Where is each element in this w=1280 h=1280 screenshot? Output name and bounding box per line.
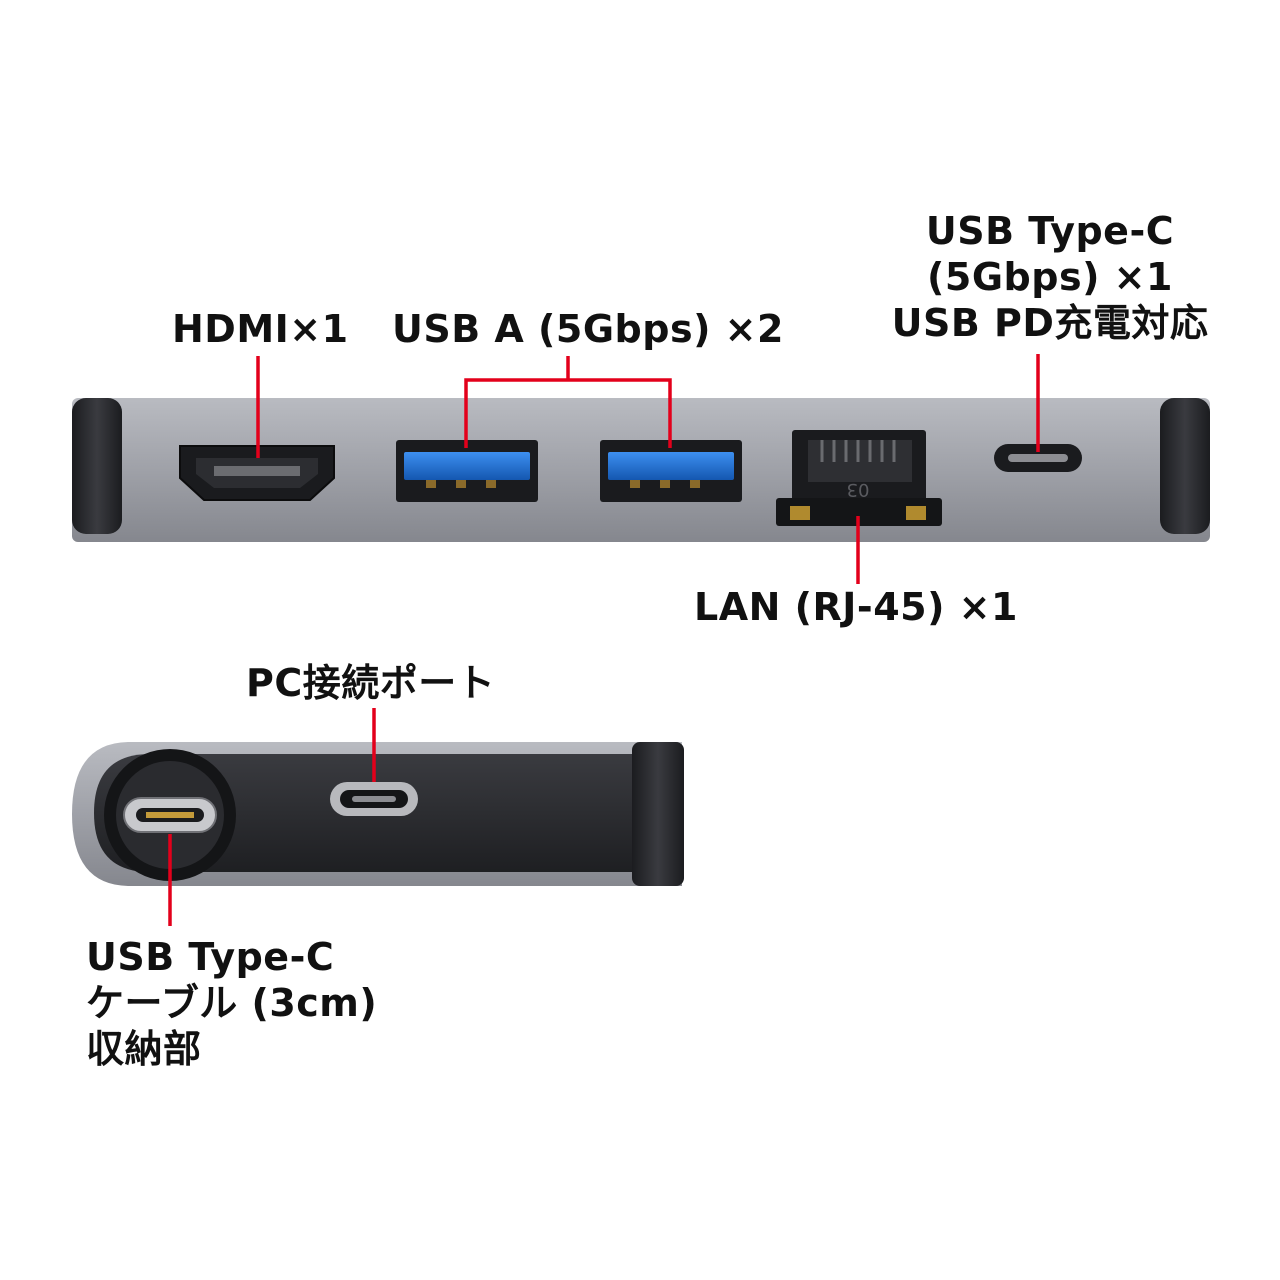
usb-c-label: USB Type-C (5Gbps) ×1 USB PD充電対応 (880, 208, 1220, 346)
stored-cable-connector (123, 797, 217, 833)
cable-storage-label-line-2: ケーブル (3cm) (86, 981, 378, 1025)
lan-port: 03 (776, 430, 942, 526)
lan-label: LAN (RJ-45) ×1 (694, 585, 1018, 629)
hub-side-end-cap (632, 742, 684, 886)
usb-a-port-1 (396, 440, 538, 502)
hdmi-port (179, 445, 335, 501)
usb-c-label-line-1: USB Type-C (925, 209, 1175, 253)
usb-a-port-2 (600, 440, 742, 502)
hub-front-view: 03 (72, 398, 1210, 542)
cable-storage-label-line-1: USB Type-C (86, 935, 335, 979)
lan-port-marking: 03 (847, 479, 870, 500)
usb-c-port (994, 444, 1082, 472)
leader-lines (168, 354, 1040, 926)
usb-c-label-line-3: USB PD充電対応 (891, 301, 1209, 345)
cable-storage-label: USB Type-C ケーブル (3cm) 収納部 (86, 934, 377, 1072)
pc-port-label: PC接続ポート (246, 661, 496, 705)
pc-connection-port (330, 782, 418, 816)
hub-front-right-cap (1160, 398, 1210, 534)
hdmi-label: HDMI×1 (172, 307, 349, 351)
cable-storage-label-line-3: 収納部 (86, 1027, 202, 1071)
usb-c-label-line-2: (5Gbps) ×1 (927, 255, 1173, 299)
usb-a-label: USB A (5Gbps) ×2 (392, 307, 784, 351)
hub-front-left-cap (72, 398, 122, 534)
hub-side-view (72, 742, 684, 886)
